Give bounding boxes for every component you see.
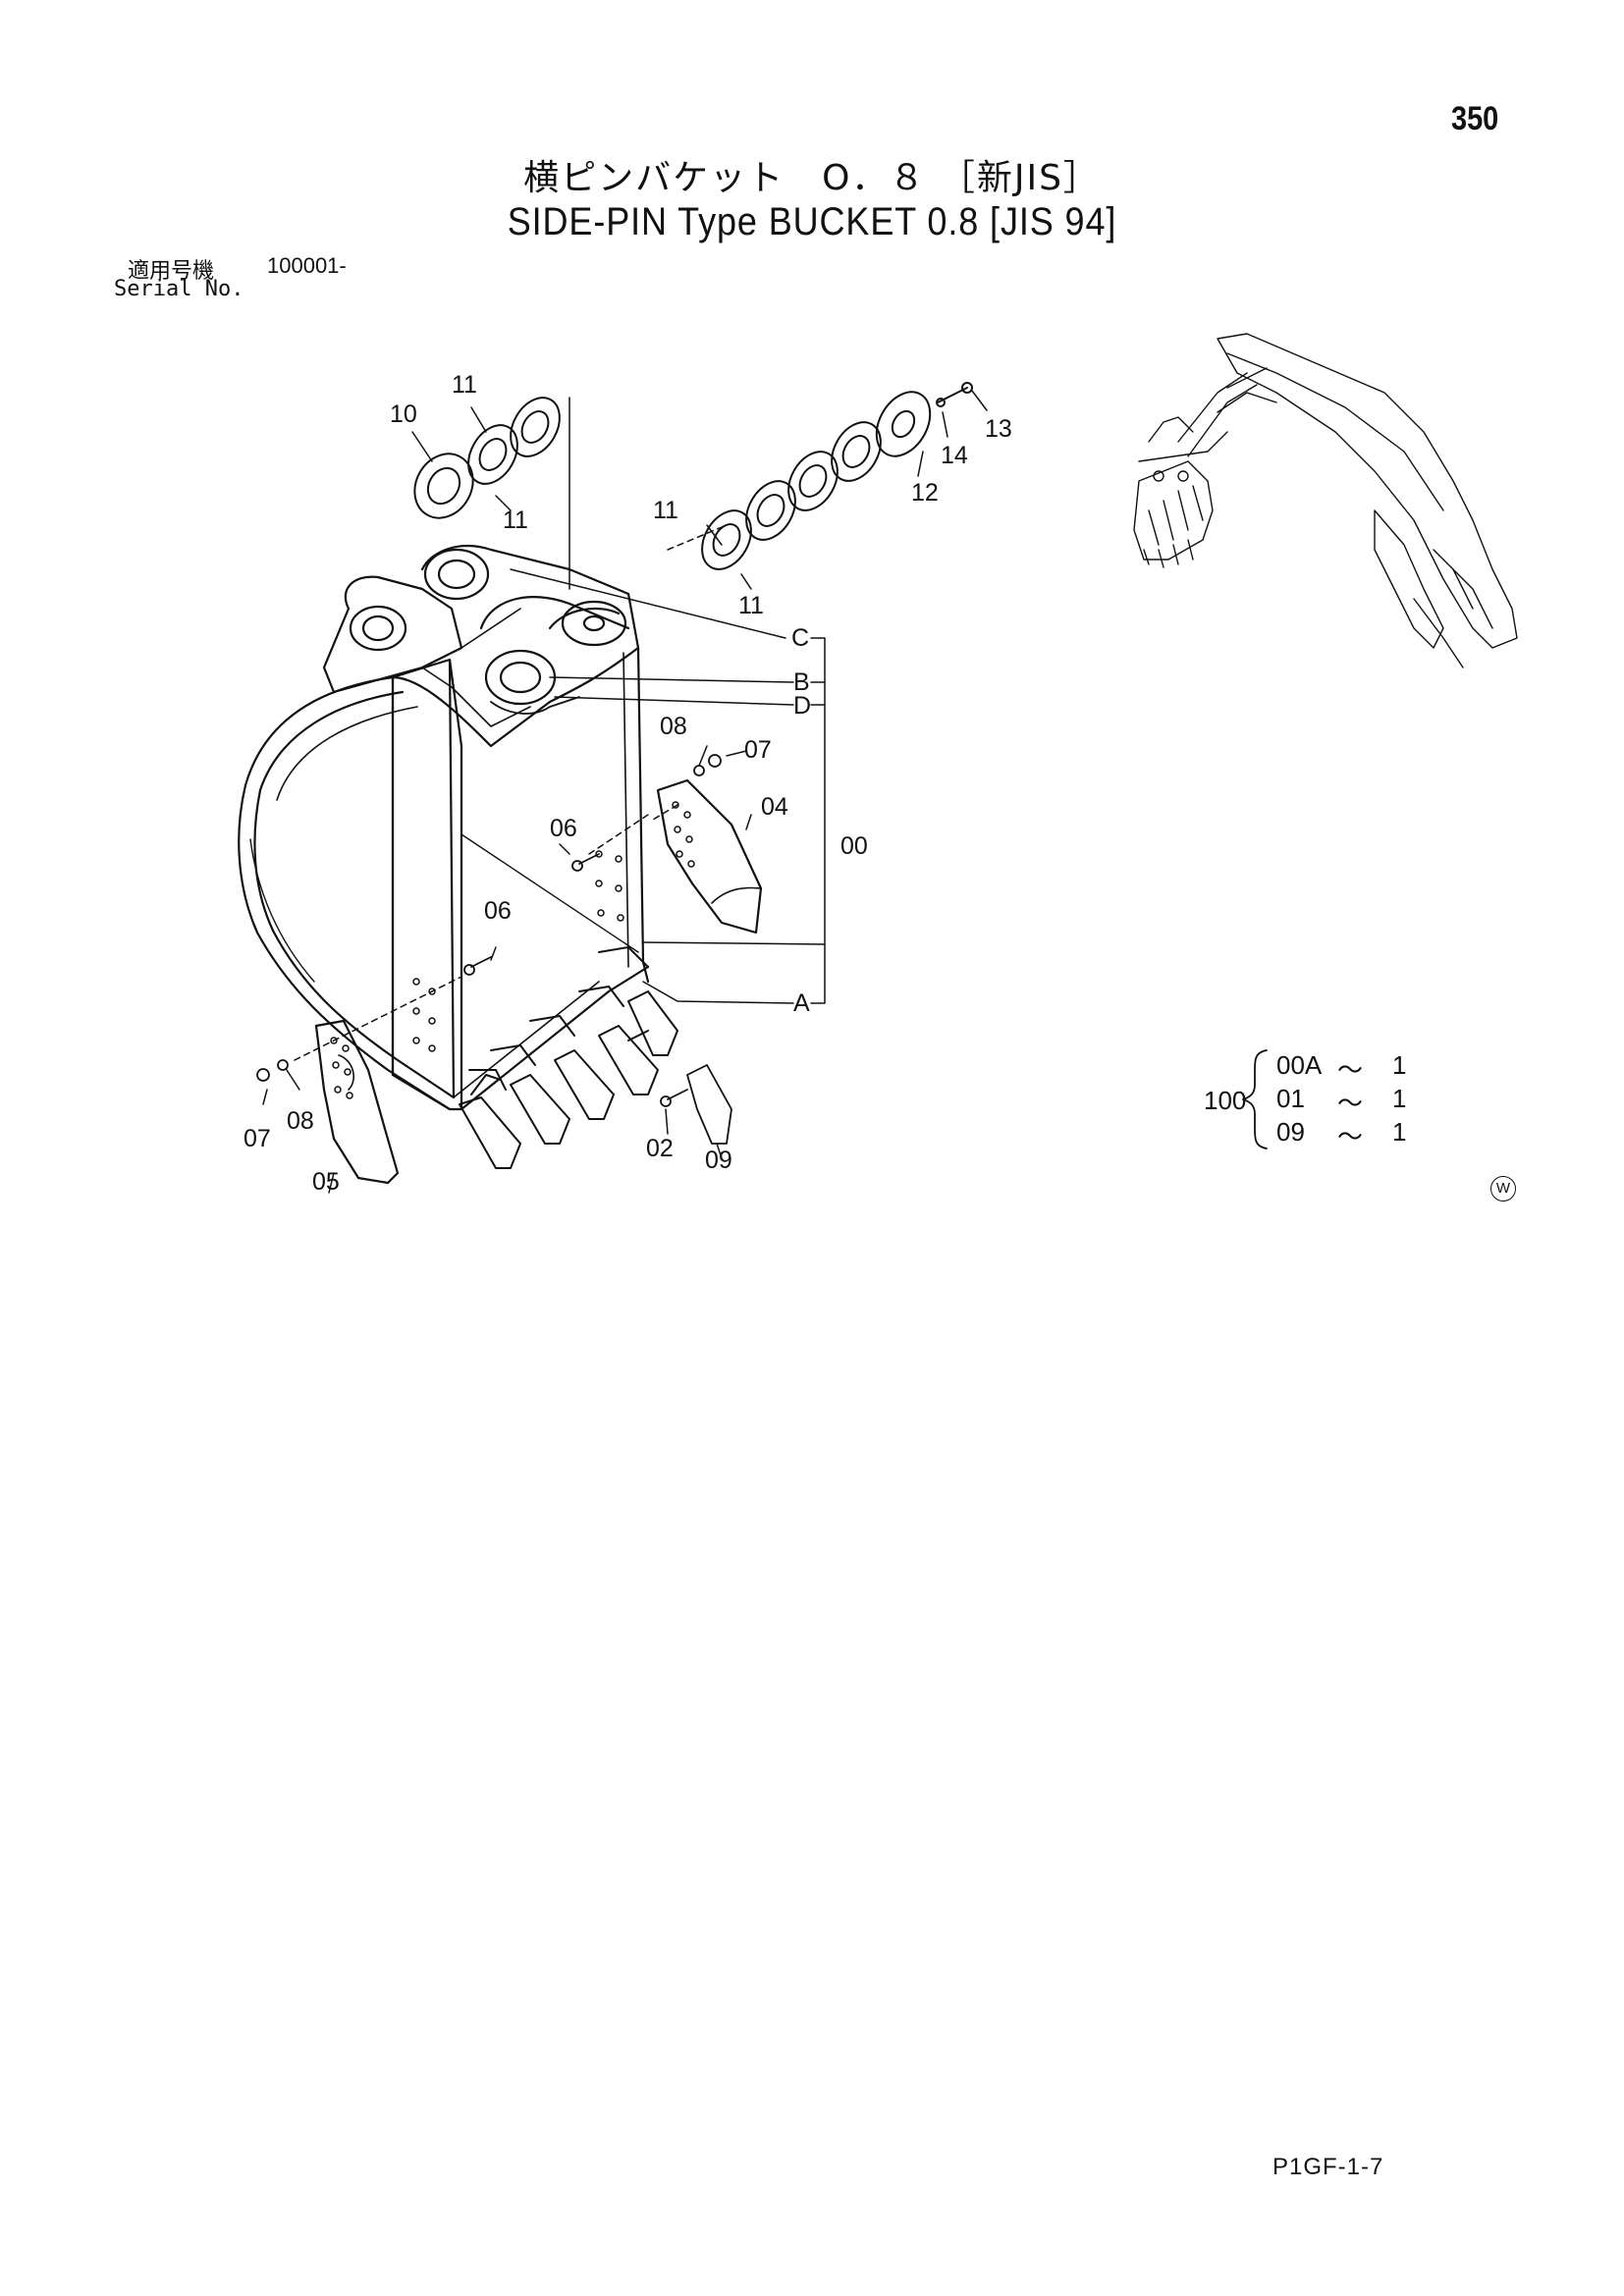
callout-06: 06 [484, 897, 512, 925]
title-english: SIDE-PIN Type BUCKET 0.8 [JIS 94] [507, 200, 1117, 243]
pin-washers [413, 382, 973, 570]
footer-code: P1GF-1-7 [1272, 2154, 1384, 2180]
callout-14: 14 [941, 442, 968, 469]
callout-b: B [793, 668, 810, 696]
leader-lines [262, 390, 988, 1194]
kit-brace [1242, 1049, 1268, 1149]
callout-09: 09 [705, 1147, 732, 1174]
callout-12: 12 [911, 479, 939, 507]
serial-label-english: Serial No. [114, 277, 244, 301]
serial-value: 100001- [267, 253, 347, 278]
kit-row-qty: 1 [1392, 1117, 1407, 1147]
callout-08: 08 [660, 713, 687, 740]
callout-11: 11 [503, 507, 528, 534]
callout-02: 02 [646, 1135, 674, 1162]
callout-11: 11 [653, 497, 678, 524]
callout-00: 00 [840, 832, 868, 860]
callout-labels: 10 11 11 11 11 12 13 14 C B D A 00 08 07… [244, 371, 1012, 1196]
page-number: 350 [1451, 100, 1499, 137]
callout-05: 05 [312, 1168, 340, 1196]
callout-06: 06 [550, 815, 577, 842]
kit-row-qty: 1 [1392, 1084, 1407, 1113]
kit-number: 100 [1204, 1086, 1247, 1115]
callout-a: A [793, 989, 810, 1017]
bucket-teeth [459, 946, 678, 1169]
bucket-bracket-bosses [322, 545, 640, 715]
kit-row-sep: 〜 [1337, 1089, 1364, 1118]
callout-11: 11 [738, 592, 764, 619]
kit-row-part: 00A [1276, 1050, 1323, 1080]
side-cutter-left [314, 1019, 400, 1185]
side-cutter-right [656, 778, 763, 934]
w-circle-mark: W [1490, 1176, 1516, 1201]
bucket-body [238, 646, 650, 1111]
title-japanese: 横ピンバケット O．８ ［新JIS］ [523, 158, 1101, 198]
kit-row-qty: 1 [1392, 1050, 1407, 1080]
callout-10: 10 [390, 400, 417, 428]
callout-07: 07 [244, 1125, 271, 1152]
kit-row-part: 09 [1276, 1117, 1305, 1147]
hardware-bolts-nuts [256, 754, 732, 1145]
callout-11: 11 [452, 371, 477, 399]
kit-row-sep: 〜 [1337, 1122, 1364, 1151]
callout-04: 04 [761, 793, 788, 821]
callout-c: C [791, 624, 809, 652]
callout-08: 08 [287, 1107, 314, 1135]
kit-row-part: 01 [1276, 1084, 1305, 1113]
kit-row-sep: 〜 [1337, 1055, 1364, 1085]
callout-13: 13 [985, 415, 1012, 443]
callout-d: D [793, 692, 811, 720]
serial-label-japanese: 適用号機 [128, 259, 215, 284]
excavator-reference-thumbnail [1133, 333, 1518, 668]
callout-07: 07 [744, 736, 772, 764]
